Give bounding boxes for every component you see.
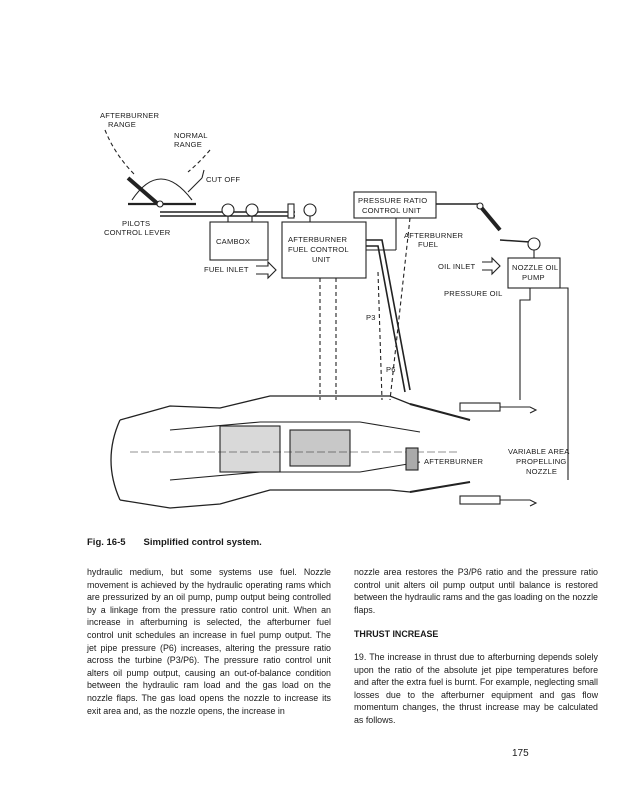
hydraulic-ram-top — [459, 402, 501, 412]
cambox-box — [209, 221, 269, 261]
caption-text: Simplified control system. — [143, 537, 262, 548]
label-ab-fcu-3: UNIT — [312, 255, 331, 264]
nozzle-oil-pump-box — [507, 257, 561, 289]
cut-off-leader — [187, 177, 203, 193]
ram-rod-bottom — [500, 499, 538, 507]
label-fuel-inlet: FUEL INLET — [204, 265, 249, 274]
label-normal-range-1: NORMAL — [174, 131, 208, 140]
section-heading: THRUST INCREASE — [354, 629, 439, 640]
pump-link-rod — [499, 239, 531, 243]
label-normal-range-2: RANGE — [174, 140, 202, 149]
ram-rod-top — [500, 406, 538, 414]
label-ab-fuel-1: AFTERBURNER — [404, 231, 463, 240]
label-afterburner: AFTERBURNER — [424, 457, 483, 466]
ab-fcu-box — [281, 221, 367, 279]
label-nozzle-pump-1: NOZZLE OIL — [512, 263, 558, 272]
engine-outline-bottom — [119, 481, 471, 509]
ab-fcu-pulley — [303, 203, 317, 217]
normal-range-arc — [187, 149, 211, 173]
label-van-2: PROPELLING — [516, 457, 567, 466]
label-pilots-lever-2: CONTROL LEVER — [104, 228, 171, 237]
label-pressure-oil: PRESSURE OIL — [444, 289, 503, 298]
p6-pressure-line — [377, 271, 383, 401]
pump-lever-pivot — [476, 202, 484, 210]
label-afterburner-range-1: AFTERBURNER — [100, 111, 159, 120]
label-oil-inlet: OIL INLET — [438, 262, 476, 271]
pr-to-p6-line — [389, 217, 411, 401]
right-paragraph-1: nozzle area restores the P3/P6 ratio and… — [354, 567, 598, 615]
label-afterburner-range-2: RANGE — [108, 120, 136, 129]
label-ab-fcu-1: AFTERBURNER — [288, 235, 347, 244]
afterburner-spraybars — [405, 447, 419, 471]
pump-pulley — [527, 237, 541, 251]
label-pilots-lever-1: PILOTS — [122, 219, 150, 228]
compressor-block — [219, 425, 281, 473]
ab-fcu-connector — [287, 203, 295, 219]
lever-quadrant — [131, 178, 193, 201]
engine-outline-top — [119, 395, 471, 421]
pilots-lever — [126, 176, 160, 206]
cut-off-tick — [201, 169, 205, 179]
turbine-block — [289, 429, 351, 467]
engine-core-top — [169, 421, 421, 433]
lever-pivot — [156, 200, 164, 208]
label-van-1: VARIABLE AREA — [508, 447, 570, 456]
control-system-figure: AFTERBURNER RANGE NORMAL RANGE CUT OFF P… — [60, 100, 580, 520]
page-number: 175 — [512, 748, 529, 759]
pressure-ratio-box — [353, 191, 437, 219]
engine-core-bottom — [169, 461, 421, 481]
hydraulic-ram-bottom — [459, 495, 501, 505]
label-p6: P6 — [386, 365, 396, 374]
label-pressure-ratio-1: PRESSURE RATIO — [358, 196, 427, 205]
label-van-3: NOZZLE — [526, 467, 557, 476]
nozzle-flap-bottom — [409, 481, 471, 493]
label-nozzle-pump-2: PUMP — [522, 273, 545, 282]
cambox-pulley-1 — [221, 203, 235, 217]
nozzle-flap-top — [409, 403, 471, 421]
cambox-pulley-2 — [245, 203, 259, 217]
label-ab-fuel-2: FUEL — [418, 240, 438, 249]
fuel-inlet-arrow — [256, 260, 277, 280]
label-pressure-ratio-2: CONTROL UNIT — [362, 206, 421, 215]
engine-intake — [110, 419, 121, 501]
ab-fuel-pipe — [366, 239, 411, 391]
caption-number: Fig. 16-5 — [87, 537, 126, 548]
pump-lever — [478, 204, 502, 232]
left-paragraph: hydraulic medium, but some systems use f… — [87, 567, 331, 716]
figure-caption: Fig. 16-5 Simplified control system. — [87, 537, 262, 548]
oil-inlet-arrow — [482, 256, 501, 276]
pressure-oil-line — [519, 288, 531, 400]
pressure-oil-line-2 — [560, 287, 569, 480]
label-p3: P3 — [366, 313, 376, 322]
right-column: nozzle area restores the P3/P6 ratio and… — [354, 566, 598, 727]
control-system-diagram: AFTERBURNER RANGE NORMAL RANGE CUT OFF P… — [100, 111, 570, 509]
afterburner-range-arc — [104, 129, 136, 176]
left-column: hydraulic medium, but some systems use f… — [87, 566, 331, 717]
label-ab-fcu-2: FUEL CONTROL — [288, 245, 349, 254]
label-cut-off: CUT OFF — [206, 175, 240, 184]
label-cambox: CAMBOX — [216, 237, 250, 246]
right-paragraph-2: 19. The increase in thrust due to afterb… — [354, 651, 598, 725]
